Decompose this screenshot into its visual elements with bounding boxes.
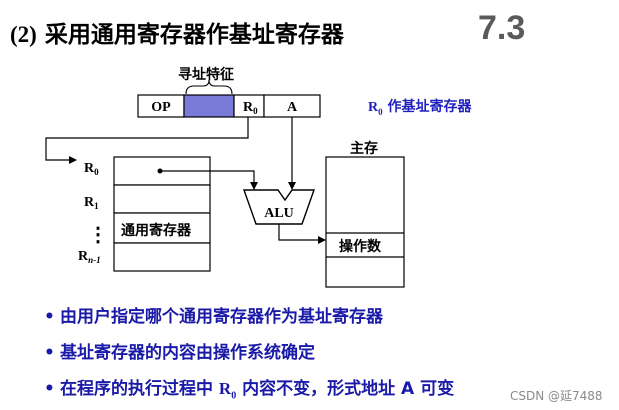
r1-label: R1 bbox=[84, 195, 99, 211]
memory-title: 主存 bbox=[350, 141, 378, 157]
arrow-alu-to-operand bbox=[278, 224, 326, 244]
main-memory bbox=[325, 156, 405, 288]
alu-label: ALU bbox=[264, 206, 294, 221]
register-file: R0 R1 ⋮ Rn-1 bbox=[78, 156, 211, 272]
register-r1 bbox=[113, 184, 211, 214]
address-label: A bbox=[287, 100, 298, 115]
connections bbox=[45, 117, 326, 244]
r0-content-dot bbox=[157, 168, 163, 174]
bullet-1: •由用户指定哪个通用寄存器作为基址寄存器 bbox=[44, 307, 383, 327]
addressing-brace bbox=[185, 79, 233, 95]
bullet-2: •基址寄存器的内容由操作系统确定 bbox=[44, 343, 315, 363]
alu: ALU bbox=[243, 189, 315, 225]
title-text: 采用通用寄存器作基址寄存器 bbox=[44, 22, 344, 48]
alu-shape bbox=[243, 189, 315, 225]
addressing-feature-label: 寻址特征 bbox=[178, 67, 234, 83]
base-reg-label: R0 bbox=[243, 100, 258, 116]
title-number: (2) bbox=[10, 22, 37, 47]
addressing-mode-field bbox=[183, 94, 235, 118]
arrow-field-to-r0 bbox=[45, 117, 249, 164]
watermark: CSDN @延7488 bbox=[510, 389, 603, 403]
arrow-r0-to-alu bbox=[160, 170, 258, 190]
rn-label: Rn-1 bbox=[78, 249, 101, 265]
base-register-note: R0 作基址寄存器 bbox=[368, 99, 472, 117]
register-rn bbox=[113, 242, 211, 272]
gpr-label: 通用寄存器 bbox=[121, 223, 191, 239]
op-label: OP bbox=[151, 100, 171, 115]
dots-label: ⋮ bbox=[88, 224, 108, 246]
instruction-format: OP R0 A bbox=[137, 79, 321, 118]
memory-block bbox=[325, 156, 405, 288]
operand-label: 操作数 bbox=[339, 239, 381, 255]
section-number: 7.3 bbox=[478, 9, 526, 47]
page-title: (2) 采用通用寄存器作基址寄存器 bbox=[10, 20, 344, 50]
bullet-3: •在程序的执行过程中 R0 内容不变，形式地址 A 可变 bbox=[44, 379, 455, 402]
r0-label: R0 bbox=[84, 161, 99, 177]
register-gpr bbox=[113, 212, 211, 244]
